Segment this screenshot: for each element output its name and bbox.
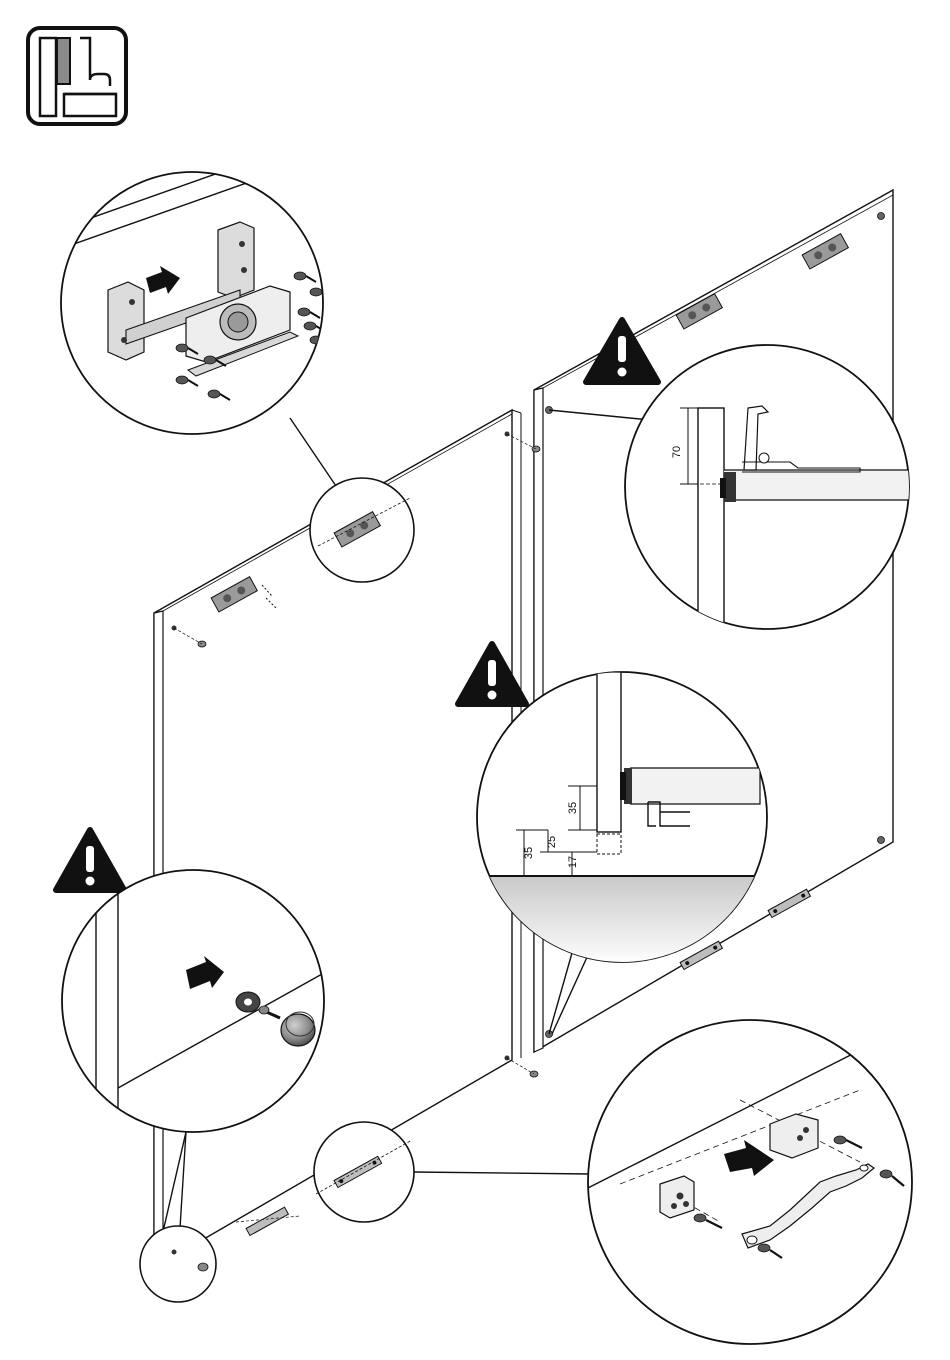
small-callout-circle-bottom [314, 1122, 414, 1222]
dimension-label: 25 [546, 836, 558, 848]
small-callout-circle-top [310, 478, 414, 582]
callout-bottom-guide [580, 1020, 912, 1344]
dimension-label: 35 [523, 847, 535, 859]
dimension-label: 70 [671, 446, 683, 458]
warning-icon-left [56, 830, 124, 890]
dimension-label: 17 [567, 856, 579, 868]
callout-roller-assembly [40, 130, 340, 434]
small-callout-circle-corner [140, 1226, 216, 1302]
dimension-label: 35 [567, 802, 579, 814]
step-icon [28, 28, 126, 124]
